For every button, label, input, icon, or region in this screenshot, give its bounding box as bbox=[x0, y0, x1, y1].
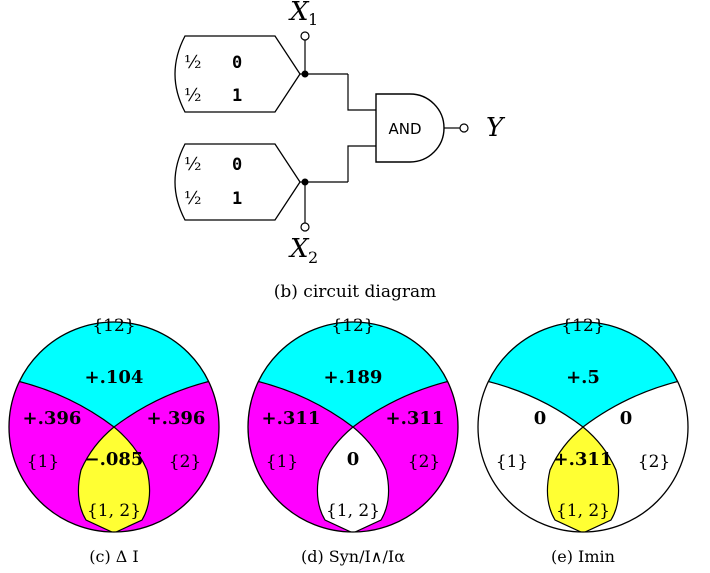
panel-e-bottom-label: {1, 2} bbox=[556, 501, 610, 521]
panel-e-right-label: {2} bbox=[638, 452, 670, 472]
x2-wire-to-gate bbox=[347, 145, 376, 182]
panel-e-middle-region bbox=[547, 427, 619, 532]
panel-c-bottom-label: {1, 2} bbox=[87, 501, 141, 521]
panel-c: {12} +.104 +.396 +.396 −.085 {1} {2} {1,… bbox=[8, 316, 220, 566]
panel-d-circle bbox=[247, 321, 459, 533]
x2-source-shape bbox=[174, 143, 301, 221]
panel-e-left-value: 0 bbox=[534, 408, 547, 429]
x1-row0-value: 0 bbox=[232, 53, 242, 73]
x2-subscript: 2 bbox=[308, 248, 318, 267]
panel-e-top-label: {12} bbox=[561, 316, 604, 336]
panel-c-left-value: +.396 bbox=[23, 408, 82, 429]
panel-d-top-label: {12} bbox=[331, 316, 374, 336]
panel-e-top-value: +.5 bbox=[566, 367, 600, 388]
panel-d-middle-value: 0 bbox=[347, 449, 360, 470]
output-terminal bbox=[459, 123, 469, 133]
panel-c-left-label: {1} bbox=[27, 452, 59, 472]
panel-d-right-label: {2} bbox=[408, 452, 440, 472]
panel-c-middle-value: −.085 bbox=[85, 449, 144, 470]
panel-c-circle bbox=[8, 321, 220, 533]
x2-row1-value: 1 bbox=[232, 189, 242, 209]
panel-d-middle-region bbox=[317, 427, 389, 532]
panel-c-top-region bbox=[9, 322, 219, 427]
panel-e-middle-value: +.311 bbox=[554, 449, 613, 470]
x1-wire-to-gate bbox=[347, 74, 376, 111]
x2-terminal bbox=[300, 222, 310, 232]
x1-label: X bbox=[288, 0, 310, 27]
panel-c-right-value: +.396 bbox=[147, 408, 206, 429]
x2-row0-value: 0 bbox=[232, 155, 242, 175]
panel-d-caption: (d) Syn/I∧/Iα bbox=[301, 547, 405, 566]
x1-row0-prob: ½ bbox=[184, 52, 201, 73]
panel-d-top-value: +.189 bbox=[324, 367, 383, 388]
x1-terminal bbox=[300, 31, 310, 41]
panel-d-left-label: {1} bbox=[266, 452, 298, 472]
panel-e: {12} +.5 0 0 +.311 {1} {2} {1, 2} (e) Im… bbox=[477, 316, 689, 566]
circuit-caption: (b) circuit diagram bbox=[274, 282, 437, 302]
panel-e-circle bbox=[477, 321, 689, 533]
panel-e-middle-boundary bbox=[546, 426, 620, 532]
panel-d-top-region bbox=[248, 322, 458, 427]
x2-row0-prob: ½ bbox=[184, 154, 201, 175]
panel-c-top-label: {12} bbox=[92, 316, 135, 336]
panel-e-right-value: 0 bbox=[620, 408, 633, 429]
x1-junction bbox=[301, 70, 309, 78]
panel-e-left-label: {1} bbox=[496, 452, 528, 472]
panel-d-bottom-label: {1, 2} bbox=[326, 501, 380, 521]
x1-row1-prob: ½ bbox=[184, 85, 201, 106]
panel-d: {12} +.189 +.311 +.311 0 {1} {2} {1, 2} … bbox=[247, 316, 459, 566]
and-gate bbox=[375, 93, 445, 163]
panel-d-middle-boundary bbox=[316, 426, 390, 532]
panel-e-caption: (e) Imin bbox=[551, 547, 615, 566]
x2-label: X bbox=[288, 234, 310, 264]
output-label: Y bbox=[486, 113, 506, 143]
panel-d-right-value: +.311 bbox=[386, 408, 445, 429]
panel-c-caption: (c) Δ I bbox=[89, 547, 139, 566]
panel-c-top-value: +.104 bbox=[85, 367, 144, 388]
panel-c-right-label: {2} bbox=[169, 452, 201, 472]
panel-c-middle-region bbox=[78, 427, 150, 532]
x1-subscript: 1 bbox=[308, 10, 318, 29]
and-gate-label: AND bbox=[388, 120, 421, 138]
x1-source-shape bbox=[174, 35, 301, 113]
panel-e-top-region bbox=[478, 322, 688, 427]
x2-row1-prob: ½ bbox=[184, 188, 201, 209]
panel-d-left-value: +.311 bbox=[262, 408, 321, 429]
x1-row1-value: 1 bbox=[232, 86, 242, 106]
panel-c-middle-boundary bbox=[77, 426, 151, 532]
circuit-diagram: X 1 ½ 0 ½ 1 ½ 0 ½ 1 X 2 AND Y bbox=[174, 0, 506, 302]
